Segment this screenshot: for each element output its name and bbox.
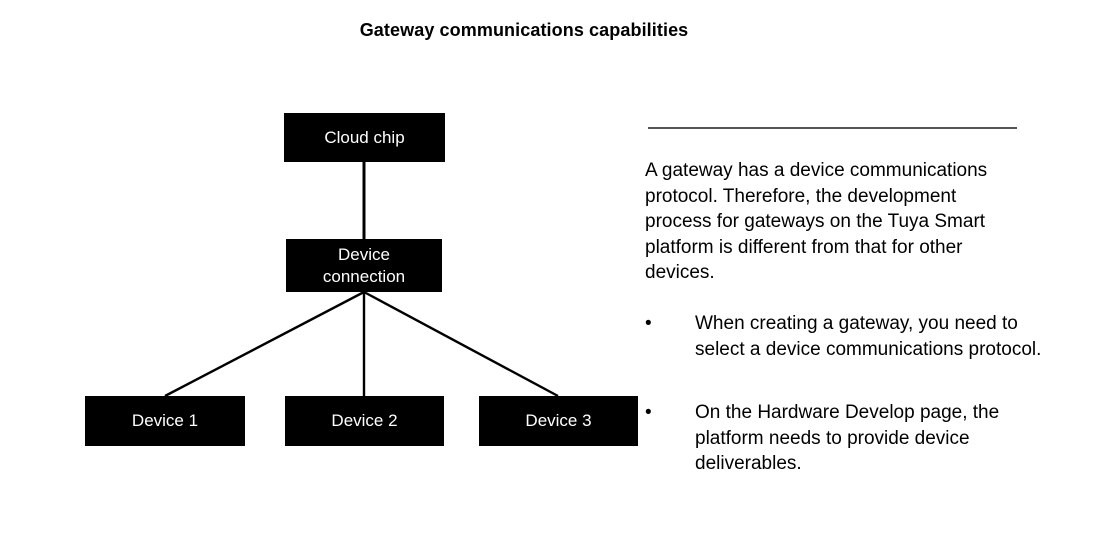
list-item: • On the Hardware Develop page, the plat…	[645, 400, 1075, 480]
bullet-text: When creating a gateway, you need to sel…	[695, 313, 1042, 360]
node-device-connection[interactable]: Device connection	[286, 239, 442, 292]
node-cloud-chip[interactable]: Cloud chip	[284, 113, 445, 162]
node-device-connection-label-line1: Device	[338, 244, 390, 264]
node-cloud-chip-label: Cloud chip	[324, 127, 405, 147]
bullet-dot-icon: •	[645, 402, 652, 423]
node-device-2-label: Device 2	[331, 411, 398, 430]
node-device-3-label: Device 3	[525, 411, 592, 430]
node-device-2[interactable]: Device 2	[285, 396, 444, 446]
node-device-1-label: Device 1	[131, 411, 199, 430]
panel-divider	[648, 127, 1017, 129]
connector-device-connection-to-device-1	[164, 290, 365, 398]
bullet-dot-icon: •	[645, 313, 652, 334]
panel-paragraph: A gateway has a device communications pr…	[645, 160, 988, 284]
bullet-text: On the Hardware Develop page, the platfo…	[695, 402, 1000, 475]
node-device-3[interactable]: Device 3	[479, 396, 638, 446]
node-device-connection-label-line2: connection	[322, 266, 406, 286]
gateway-hierarchy-diagram: Cloud chip Device connection Device 1 De…	[85, 113, 638, 446]
node-device-1[interactable]: Device 1	[85, 396, 245, 446]
page-title: Gateway communications capabilities	[359, 20, 689, 40]
connector-device-connection-to-device-3	[363, 290, 559, 398]
list-item: • When creating a gateway, you need to s…	[645, 311, 1075, 391]
diagram-connectors	[164, 162, 559, 398]
